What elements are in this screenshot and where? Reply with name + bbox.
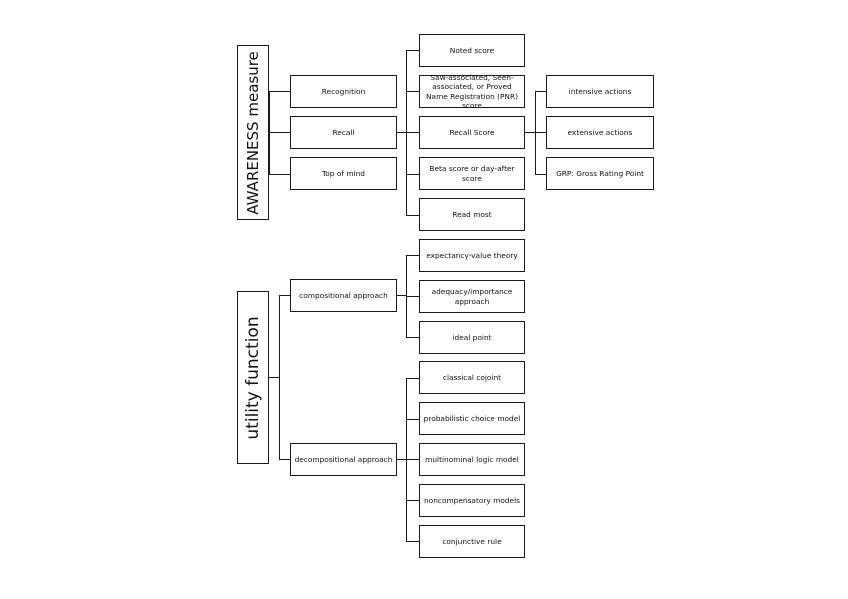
multinominal-logic-model-node: multinominal logic model — [419, 443, 525, 476]
noncompensatory-models-node: noncompensatory models — [419, 484, 525, 517]
node-label: compositional approach — [299, 290, 388, 300]
node-label: Read most — [452, 209, 492, 219]
connector — [397, 459, 406, 460]
connector — [406, 337, 419, 338]
extensive-actions-node: extensive actions — [546, 116, 654, 149]
node-label: Beta score or day-after score — [429, 164, 515, 183]
connector — [406, 500, 419, 501]
node-label: ideal point — [452, 332, 492, 342]
connector — [535, 132, 546, 133]
connector — [269, 132, 290, 133]
node-label: Saw-associated, Seen-associated, or Prov… — [426, 72, 518, 110]
probabilistic-choice-model-node: probabilistic choice model — [419, 402, 525, 435]
connector — [397, 132, 406, 133]
node-label: probabilistic choice model — [423, 413, 521, 423]
read-most-node: Read most — [419, 198, 525, 231]
intensive-actions-node: intensive actions — [546, 75, 654, 108]
connector — [279, 459, 290, 460]
grp-node: GRP: Gross Rating Point — [546, 157, 654, 190]
node-label: intensive actions — [568, 86, 632, 96]
awareness-title-box: AWARENESS measure — [237, 45, 269, 220]
utility-title: utility function — [243, 315, 263, 440]
node-label: classical cojoint — [442, 372, 502, 382]
pnr-score-node: Saw-associated, Seen-associated, or Prov… — [419, 72, 525, 110]
compositional-approach-node: compositional approach — [290, 279, 397, 312]
connector — [269, 377, 279, 378]
ideal-point-node: ideal point — [419, 321, 525, 354]
connector — [525, 132, 535, 133]
connector — [406, 541, 419, 542]
connector — [269, 91, 270, 175]
node-label: expectancy-value theory — [426, 250, 518, 260]
node-label: noncompensatory models — [423, 495, 521, 505]
top-of-mind-node: Top of mind — [290, 157, 397, 190]
node-label: multinominal logic model — [425, 454, 519, 464]
node-label: adequacy/importance approach — [431, 287, 513, 306]
connector — [406, 215, 419, 216]
noted-score-node: Noted score — [419, 34, 525, 67]
connector — [406, 174, 419, 175]
expectancy-value-theory-node: expectancy-value theory — [419, 239, 525, 272]
connector — [535, 91, 546, 92]
classical-cojoint-node: classical cojoint — [419, 361, 525, 394]
adequacy-importance-node: adequacy/importance approach — [419, 280, 525, 313]
recall-score-node: Recall Score — [419, 116, 525, 149]
connector — [406, 132, 419, 133]
node-label: Recognition — [321, 86, 366, 96]
connector — [406, 296, 419, 297]
node-label: Recall Score — [449, 127, 495, 137]
connector — [269, 91, 290, 92]
node-label: Top of mind — [322, 168, 365, 178]
node-label: extensive actions — [567, 127, 633, 137]
recall-node: Recall — [290, 116, 397, 149]
connector — [535, 91, 536, 175]
node-label: GRP: Gross Rating Point — [556, 168, 644, 178]
node-label: conjunctive rule — [442, 536, 502, 546]
connector — [279, 295, 280, 459]
connector — [279, 295, 290, 296]
connector — [535, 174, 546, 175]
connector — [406, 419, 419, 420]
utility-title-box: utility function — [237, 291, 269, 464]
connector — [406, 91, 419, 92]
recognition-node: Recognition — [290, 75, 397, 108]
node-label: Recall — [332, 127, 355, 137]
connector — [406, 255, 419, 256]
connector — [406, 50, 419, 51]
conjunctive-rule-node: conjunctive rule — [419, 525, 525, 558]
beta-score-node: Beta score or day-after score — [419, 157, 525, 190]
decompositional-approach-node: decompositional approach — [290, 443, 397, 476]
connector — [406, 378, 419, 379]
connector — [406, 459, 419, 460]
connector — [269, 174, 290, 175]
awareness-title: AWARENESS measure — [244, 50, 262, 215]
node-label: Noted score — [449, 45, 495, 55]
node-label: decompositional approach — [294, 454, 393, 464]
connector — [397, 295, 406, 296]
